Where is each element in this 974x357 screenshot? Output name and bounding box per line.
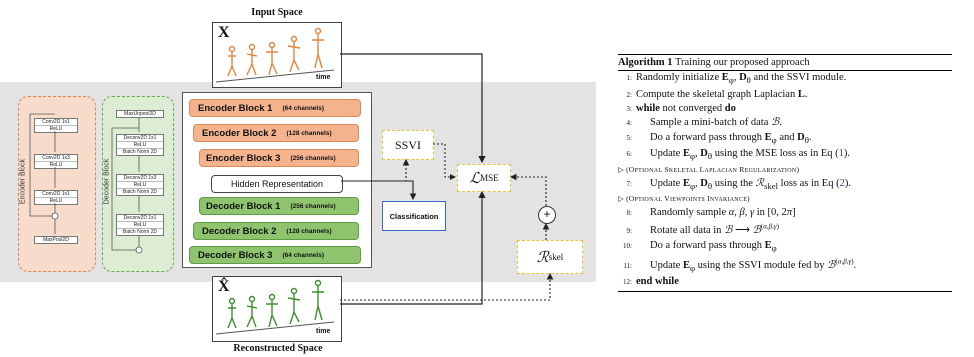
algo-line-9: 9:Rotate all data in ℬ ⟶ ℬ(α,β,γ) <box>626 222 780 237</box>
ssvi-box: SSVI <box>382 130 434 160</box>
output-skeleton-1-head <box>228 297 236 305</box>
reconstructed-space-box <box>212 276 342 342</box>
enc-skip-connection <box>29 113 55 217</box>
output-skeleton-1 <box>227 304 237 329</box>
algo-line-1: 1:Randomly initialize Eφ, Dθ and the SSV… <box>626 72 847 86</box>
arrow-output-to-skel <box>340 272 554 301</box>
input-skeletons <box>227 27 324 77</box>
output-time-axis <box>215 321 335 335</box>
algo-line-2: 2:Compute the skeletal graph Laplacian L… <box>626 88 808 100</box>
input-skeleton-3-head <box>268 41 276 49</box>
input-skeleton-1 <box>227 52 237 77</box>
dec-residual-node <box>135 246 143 254</box>
input-skeleton-2-head <box>248 43 256 51</box>
classification-box: Classification <box>382 201 446 231</box>
dec-skip-connection <box>111 127 139 251</box>
decoder-block-2: Decoder Block 2(128 channels) <box>193 222 359 240</box>
input-skeleton-5-head <box>314 27 322 35</box>
input-time-axis <box>215 69 335 83</box>
output-skeleton-3 <box>266 300 278 328</box>
input-skeleton-4 <box>287 42 301 73</box>
algorithm-box: Algorithm 1 Training our proposed approa… <box>618 54 952 293</box>
input-skeleton-1-head <box>228 45 236 53</box>
encoder-block-3: Encoder Block 3(256 channels) <box>199 149 359 167</box>
hidden-representation: Hidden Representation <box>211 175 343 193</box>
decoder-block-1: Decoder Block 1(256 channels) <box>199 197 359 215</box>
arrow-hidden-to-ssvi <box>341 158 410 182</box>
network-blocks: Encoder Block 1(64 channels) Encoder Blo… <box>182 92 372 268</box>
algo-line-3: 3:while not converged do <box>626 102 736 114</box>
input-skeleton-4-head <box>290 35 298 43</box>
input-skeleton-2 <box>246 50 258 76</box>
algo-line-10: 10:Do a forward pass through Eφ <box>623 239 777 253</box>
algo-comment-viewpoint: ▷ (OPTIONAL VIEWPOINTS INVARIANCE) <box>618 194 750 204</box>
input-symbol: X <box>218 24 230 41</box>
diagram-connectors <box>29 27 554 335</box>
input-space-label: Input Space <box>251 7 303 18</box>
algo-line-7: 7:Update Eφ, Dθ using the ℛskel loss as … <box>626 177 851 191</box>
arrow-output-to-mse <box>340 190 486 305</box>
algo-line-12: 12:end while <box>623 276 679 288</box>
output-skeleton-2 <box>246 302 258 328</box>
encoder-maxpool: MaxPool2D <box>34 236 78 244</box>
algo-comment-skeletal: ▷ (OPTIONAL SKELETAL LAPLACIAN REGULARIZ… <box>618 164 800 174</box>
encoder-block-2: Encoder Block 2(128 channels) <box>193 124 359 142</box>
output-skeleton-4 <box>287 294 301 325</box>
output-symbol: X̂ <box>218 278 230 295</box>
algo-line-4: 4:Sample a mini-batch of data ℬ. <box>626 117 782 129</box>
output-skeleton-5 <box>312 286 324 321</box>
algorithm-title: Algorithm 1 Training our proposed approa… <box>618 57 810 68</box>
arrow-ssvi-to-mse <box>433 143 456 180</box>
input-time-label: time <box>316 74 331 81</box>
output-time-label: time <box>316 328 331 335</box>
input-skeleton-3 <box>266 48 278 76</box>
enc-residual-node <box>51 212 59 220</box>
input-skeleton-5 <box>312 34 324 69</box>
output-skeleton-3-head <box>268 293 276 301</box>
output-skeleton-2-head <box>248 295 256 303</box>
decoder-maxunpool: MaxUnpool2D <box>116 110 164 118</box>
algo-line-6: 6:Update Eφ, Dθ using the MSE loss as in… <box>626 148 851 162</box>
output-skeletons <box>227 279 324 329</box>
output-skeleton-4-head <box>290 287 298 295</box>
decoder-block-3: Decoder Block 3(64 channels) <box>189 246 361 264</box>
algo-line-5: 5:Do a forward pass through Eφ and Dθ. <box>626 131 812 145</box>
output-skeleton-5-head <box>314 279 322 287</box>
encoder-block-1: Encoder Block 1(64 channels) <box>189 99 361 117</box>
arrow-hidden-to-classification <box>341 180 417 201</box>
reconstructed-space-label: Reconstructed Space <box>233 343 323 354</box>
algo-line-8: 8:Randomly sample α, β, γ in [0, 2π] <box>626 207 796 219</box>
arrow-plus-to-mse <box>509 173 547 206</box>
algo-line-11: 11:Update Eφ using the SSVI module fed b… <box>623 257 857 273</box>
arrow-input-to-mse <box>340 53 486 164</box>
